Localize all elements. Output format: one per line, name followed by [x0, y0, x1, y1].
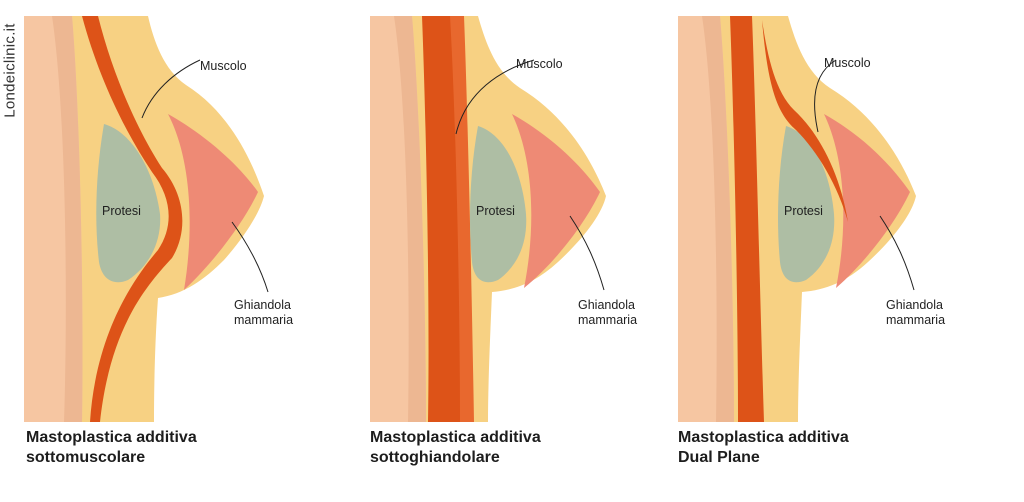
- muscle-leader-line: [455, 59, 535, 135]
- diagram-panel-dual-plane: Muscolo Protesi Ghiandola mammaria Masto…: [678, 0, 978, 502]
- gland-shape: [512, 114, 600, 288]
- caption-line2: sottomuscolare: [26, 449, 146, 466]
- gland-label-line2: mammaria: [886, 313, 945, 327]
- gland-leader-line: [879, 215, 915, 291]
- diagram-panel-subglandular: Muscolo Protesi Ghiandola mammaria Masto…: [370, 0, 670, 502]
- implant-shape: [470, 126, 527, 283]
- muscle-leader-line: [141, 59, 201, 119]
- caption-line1: Mastoplastica additiva: [370, 429, 541, 446]
- gland-label-line1: Ghiandola: [578, 298, 635, 312]
- gland-leader-line: [569, 215, 605, 291]
- muscle-label: Muscolo: [824, 56, 871, 70]
- subglandular-illustration: Muscolo Protesi Ghiandola mammaria: [370, 16, 637, 422]
- implant-shape: [778, 126, 835, 283]
- implant-label: Protesi: [476, 204, 515, 218]
- muscle-label: Muscolo: [200, 59, 247, 73]
- gland-label-line1: Ghiandola: [886, 298, 943, 312]
- muscle-layer: [730, 16, 764, 422]
- gland-label-line2: mammaria: [578, 313, 637, 327]
- muscle-leader-line: [814, 59, 837, 133]
- muscle-label: Muscolo: [516, 57, 563, 71]
- skin-band: [394, 16, 426, 422]
- gland-leader-line: [231, 221, 269, 293]
- submuscular-illustration: Muscolo Protesi Ghiandola mammaria: [24, 16, 293, 422]
- implant-label: Protesi: [102, 204, 141, 218]
- skin-band: [702, 16, 734, 422]
- caption-line2: Dual Plane: [678, 449, 760, 466]
- gland-label-line2: mammaria: [234, 313, 293, 327]
- dual-plane-illustration: Muscolo Protesi Ghiandola mammaria: [678, 16, 945, 422]
- implant-label: Protesi: [784, 204, 823, 218]
- caption-dual-plane: Mastoplastica additiva Dual Plane: [678, 428, 849, 468]
- gland-label-line1: Ghiandola: [234, 298, 291, 312]
- gland-shape: [824, 114, 910, 288]
- gland-shape: [168, 114, 258, 290]
- watermark-text: Londeiclinic.it: [1, 23, 19, 118]
- caption-subglandular: Mastoplastica additiva sottoghiandolare: [370, 428, 541, 468]
- caption-line1: Mastoplastica additiva: [678, 429, 849, 446]
- caption-submuscular: Mastoplastica additiva sottomuscolare: [26, 428, 197, 468]
- diagram-panel-submuscular: Muscolo Protesi Ghiandola mammaria Masto…: [24, 0, 324, 502]
- implant-shape: [96, 124, 161, 283]
- watermark: Londeiclinic.it: [0, 18, 24, 128]
- skin-band: [52, 16, 83, 422]
- caption-line2: sottoghiandolare: [370, 449, 500, 466]
- muscle-light-layer: [450, 16, 474, 422]
- caption-line1: Mastoplastica additiva: [26, 429, 197, 446]
